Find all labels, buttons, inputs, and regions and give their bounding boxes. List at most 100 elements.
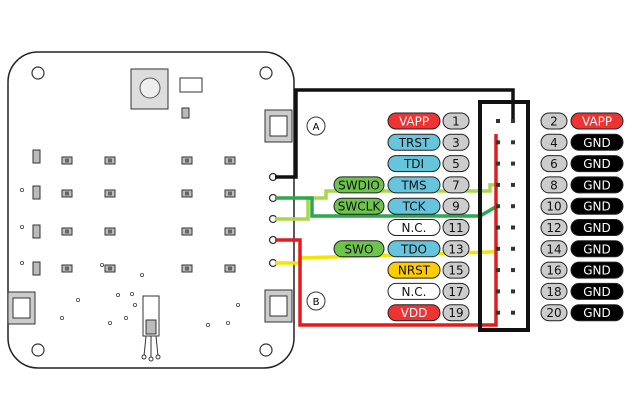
left-pin-number-text: 15 [448,264,463,278]
left-pin-name-bg [387,261,441,279]
right-pin-name: GND [570,219,624,236]
right-pin-name-text: GND [583,306,611,320]
header-pin-even [511,225,515,230]
left-pin-number-bg [442,176,470,194]
left-pin-number-text: 13 [448,242,463,256]
right-pin-number-text: 20 [546,306,561,320]
left-pin-number: 15 [442,261,470,279]
left-pin-name-text: VAPP [399,115,429,129]
left-pin-number-bg [442,261,470,279]
left-pin-number-bg [442,197,470,215]
left-pin-number: 5 [442,155,470,173]
header-pin-odd [496,140,500,145]
left-pin-number-text: 3 [452,136,460,150]
smd-footprint-core [185,266,189,271]
smd-footprint-core [65,158,69,163]
swd-label-text: SWO [345,242,374,256]
right-pin-number: 20 [540,304,568,322]
right-pin-number: 6 [540,155,568,173]
smd-footprint-core [228,191,232,196]
swd-label: SWCLK [333,197,385,215]
left-pin-number-bg [442,133,470,151]
left-pin-number-text: 1 [452,115,460,129]
push-button-b [264,289,293,323]
left-pin-number-text: 9 [452,200,460,214]
right-pin-name: VAPP [570,112,624,130]
left-pin-name-text: VDD [401,306,428,320]
edge-connector-pads [268,172,278,268]
right-pin-number-bg [540,176,568,194]
left-pin-name: VAPP [387,112,441,130]
smd-footprint-core [185,191,189,196]
via-dot [225,320,230,325]
left-pin-number-text: 11 [448,221,463,235]
smd-footprint-core [108,158,112,163]
via-dot [139,272,144,277]
left-pin-number-text: 5 [452,157,460,171]
push-button-a [264,109,293,143]
smd-footprint-core [108,191,112,196]
right-pin-number-bg [540,261,568,279]
right-pin-number-bg [540,240,568,258]
left-pin-name-text: N.C. [402,221,427,235]
via-dot [235,302,240,307]
smd-footprint-core [65,229,69,234]
right-pin-number-text: 12 [546,221,561,235]
right-pin-name-text: GND [583,242,611,256]
header-pin-even [511,289,515,294]
left-pin-name: TCK [387,197,441,215]
left-pin-number-bg [442,219,470,236]
left-pin-number-text: 19 [448,306,463,320]
dev-board [7,51,295,369]
left-pin-name: N.C. [387,282,441,300]
right-pin-name-bg [570,240,624,258]
header-pin-odd [496,225,500,230]
right-pin-name: GND [570,261,624,279]
smd-footprint-core [228,229,232,234]
header-pin-odd [496,268,500,273]
via-dot [205,322,210,327]
left-pin-number: 1 [442,112,470,130]
left-pin-number: 17 [442,282,470,300]
right-pin-name-bg [570,282,624,300]
left-pin-name-bg [387,219,441,236]
switch-component [179,77,203,93]
right-pin-name-text: VAPP [582,115,612,129]
right-pin-name-bg [570,219,624,236]
swd-label: SWO [333,240,385,258]
right-pin-number-text: 10 [546,200,561,214]
smd-vertical-part [32,261,41,276]
header-pin-even [511,182,515,187]
right-pin-number-text: 8 [550,178,558,192]
wire-swclk [275,196,498,218]
left-pin-name: TDO [387,240,441,258]
via-dot [76,297,81,302]
swd-label-bg [333,197,385,215]
smd-vertical-part [32,149,41,164]
via-dot [60,315,65,320]
swd-label-bg [333,240,385,258]
bottom-sensor [141,295,161,362]
right-pin-number-text: 14 [546,242,561,256]
via-dot [116,292,121,297]
left-pin-number-text: 7 [452,178,460,192]
right-pin-number: 2 [540,112,568,130]
right-pin-name-bg [570,112,624,130]
left-pin-name-text: N.C. [402,285,427,299]
left-pin-name: NRST [387,261,441,279]
right-pin-name: GND [570,240,624,258]
right-pin-number-bg [540,197,568,215]
right-pin-name: GND [570,197,624,215]
smd-component-grid [19,149,240,327]
header-pin-even [511,161,515,166]
right-pin-name-text: GND [583,221,611,235]
right-pin-number: 8 [540,176,568,194]
left-pin-name: N.C. [387,219,441,236]
header-pin-odd [496,161,500,166]
right-pin-number: 16 [540,261,568,279]
right-pin-number-text: 6 [550,157,558,171]
smd-footprint-core [228,266,232,271]
right-pin-number-bg [540,304,568,322]
